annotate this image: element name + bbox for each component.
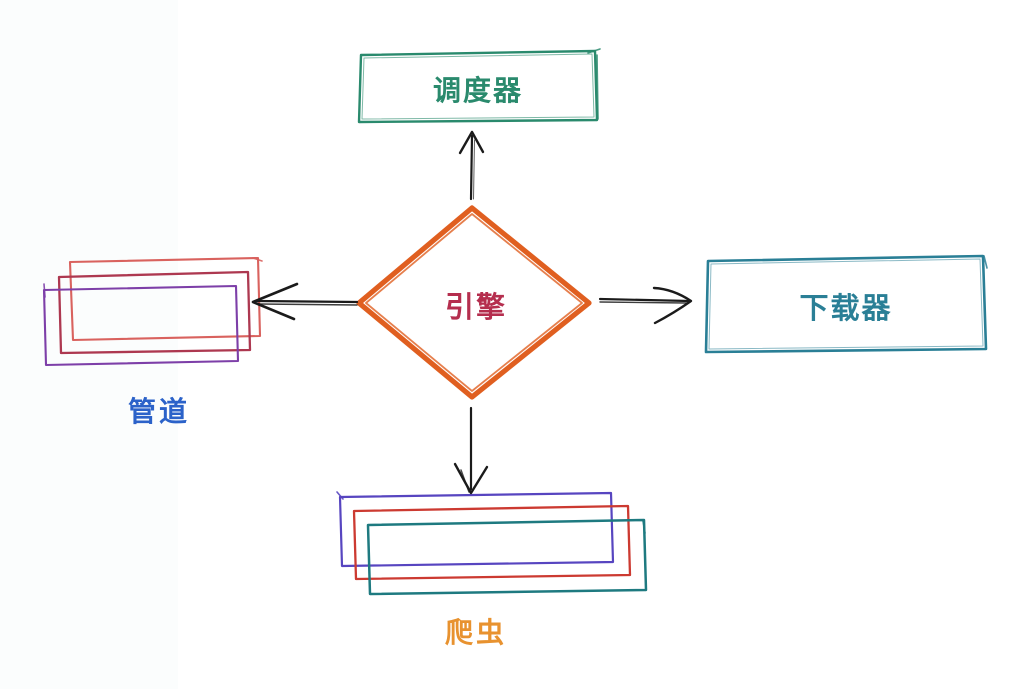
scheduler-box — [357, 48, 601, 124]
pipeline-stack — [42, 256, 263, 367]
arrow-engine-to-pipeline — [251, 282, 359, 321]
pipeline-label: 管道 — [127, 396, 191, 427]
background-strip — [0, 0, 178, 689]
engine-label: 引擎 — [444, 292, 508, 324]
spider-label: 爬虫 — [444, 617, 508, 648]
arrow-engine-to-scheduler — [458, 130, 485, 201]
engine-diamond — [356, 205, 592, 400]
downloader-label: 下载器 — [799, 293, 893, 325]
downloader-box — [704, 254, 988, 354]
scheduler-label: 调度器 — [432, 75, 524, 106]
arrow-engine-to-spider — [453, 406, 489, 495]
arrow-engine-to-downloader — [598, 286, 693, 325]
spider-stack — [336, 491, 648, 596]
